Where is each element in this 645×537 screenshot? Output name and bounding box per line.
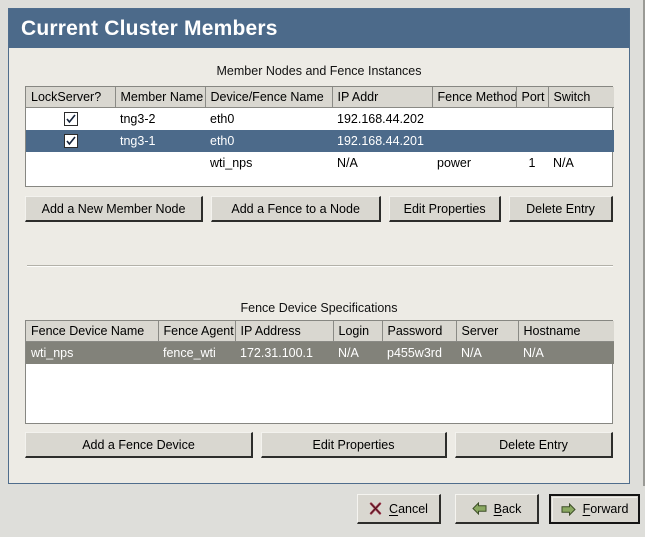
members-cell-switch: N/A <box>553 155 574 170</box>
members-cell-port <box>516 129 548 152</box>
members-cell-lockserver <box>26 152 115 174</box>
members-cell-lockserver[interactable] <box>26 129 115 152</box>
fence-col-login[interactable]: Login <box>333 321 383 342</box>
forward-button[interactable]: Forward <box>549 494 640 524</box>
fence-cell-password: p455w3rd <box>382 341 456 364</box>
fence-cell-server: N/A <box>456 341 518 364</box>
panel-body: Member Nodes and Fence Instances LockSer… <box>9 48 629 483</box>
table-row[interactable]: wti_nps fence_wti 172.31.100.1 N/A p455w… <box>26 341 614 364</box>
add-new-member-node-button[interactable]: Add a New Member Node <box>25 196 204 222</box>
dialog-footer: Cancel Back Forward <box>0 486 645 537</box>
members-delete-entry-button[interactable]: Delete Entry <box>509 196 613 222</box>
members-cell-switch <box>548 108 614 130</box>
members-cell-member-name: tng3-1 <box>115 129 205 152</box>
members-col-port[interactable]: Port <box>516 87 549 108</box>
fence-delete-entry-button[interactable]: Delete Entry <box>455 432 613 458</box>
fence-edit-properties-button[interactable]: Edit Properties <box>261 432 447 458</box>
fence-cell-agent: fence_wti <box>158 341 235 364</box>
page-title: Current Cluster Members <box>21 16 278 40</box>
members-table-header-row: LockServer? Member Name Device/Fence Nam… <box>26 87 614 108</box>
fence-button-row: Add a Fence Device Edit Properties Delet… <box>25 432 613 458</box>
members-cell-port <box>516 108 548 130</box>
members-col-device-fence-name[interactable]: Device/Fence Name <box>205 87 333 108</box>
members-cell-fence-method <box>432 108 516 130</box>
cancel-button-label: Cancel <box>389 501 428 516</box>
fence-col-ip-address[interactable]: IP Address <box>235 321 334 342</box>
add-fence-to-node-button[interactable]: Add a Fence to a Node <box>211 196 382 222</box>
members-cell-port: 1 <box>528 155 536 170</box>
fence-cell-device-name: wti_nps <box>26 341 158 364</box>
close-x-icon <box>369 502 382 515</box>
members-col-ip-addr[interactable]: IP Addr <box>332 87 433 108</box>
table-row[interactable]: tng3-1 eth0 192.168.44.201 <box>26 129 614 152</box>
checkbox-checked-icon[interactable] <box>63 112 78 127</box>
members-col-member-name[interactable]: Member Name <box>115 87 206 108</box>
fence-col-server[interactable]: Server <box>456 321 519 342</box>
members-cell-device-fence-name: wti_nps <box>210 155 253 170</box>
members-edit-properties-button[interactable]: Edit Properties <box>389 196 502 222</box>
fence-table-container[interactable]: Fence Device Name Fence Agent IP Address… <box>25 320 614 424</box>
cancel-button[interactable]: Cancel <box>357 494 441 524</box>
section-divider <box>27 265 613 267</box>
members-cell-device-fence-name: eth0 <box>210 111 235 126</box>
members-table: LockServer? Member Name Device/Fence Nam… <box>26 87 614 174</box>
checkbox-checked-icon[interactable] <box>63 133 78 148</box>
members-button-row: Add a New Member Node Add a Fence to a N… <box>25 196 613 222</box>
back-button-label: Back <box>493 501 522 516</box>
fence-col-hostname[interactable]: Hostname <box>518 321 614 342</box>
members-cell-device-fence-name: eth0 <box>205 129 332 152</box>
arrow-left-icon <box>471 502 487 515</box>
arrow-right-icon <box>561 502 576 516</box>
members-cell-ip-addr: 192.168.44.202 <box>337 111 424 126</box>
fence-cell-login: N/A <box>333 341 382 364</box>
fence-table: Fence Device Name Fence Agent IP Address… <box>26 321 614 364</box>
fence-table-header-row: Fence Device Name Fence Agent IP Address… <box>26 321 614 342</box>
back-button[interactable]: Back <box>455 494 539 524</box>
members-col-switch[interactable]: Switch <box>548 87 614 108</box>
members-cell-lockserver[interactable] <box>26 108 115 130</box>
members-section-title: Member Nodes and Fence Instances <box>216 64 422 78</box>
members-cell-member-name: tng3-2 <box>120 111 156 126</box>
fence-col-password[interactable]: Password <box>382 321 457 342</box>
members-cell-ip-addr: N/A <box>337 155 358 170</box>
members-cell-ip-addr: 192.168.44.201 <box>332 129 432 152</box>
members-cell-fence-method <box>432 129 516 152</box>
table-row[interactable]: wti_nps N/A power 1 N/A <box>26 152 614 174</box>
table-row[interactable]: tng3-2 eth0 192.168.44.202 <box>26 108 614 130</box>
title-bar: Current Cluster Members <box>9 9 629 48</box>
forward-button-label: Forward <box>582 502 629 516</box>
add-fence-device-button[interactable]: Add a Fence Device <box>25 432 253 458</box>
members-cell-member-name <box>115 152 205 174</box>
fence-col-agent[interactable]: Fence Agent <box>158 321 236 342</box>
dialog-panel: Current Cluster Members Member Nodes and… <box>8 8 630 484</box>
members-table-container[interactable]: LockServer? Member Name Device/Fence Nam… <box>25 86 614 187</box>
fence-cell-ip-address: 172.31.100.1 <box>235 341 333 364</box>
fence-cell-hostname: N/A <box>518 341 614 364</box>
members-col-fence-method[interactable]: Fence Method <box>432 87 517 108</box>
members-cell-switch <box>548 129 614 152</box>
members-col-lockserver[interactable]: LockServer? <box>26 87 116 108</box>
fence-section-title: Fence Device Specifications <box>240 301 398 315</box>
fence-col-device-name[interactable]: Fence Device Name <box>26 321 159 342</box>
members-cell-fence-method: power <box>437 155 472 170</box>
